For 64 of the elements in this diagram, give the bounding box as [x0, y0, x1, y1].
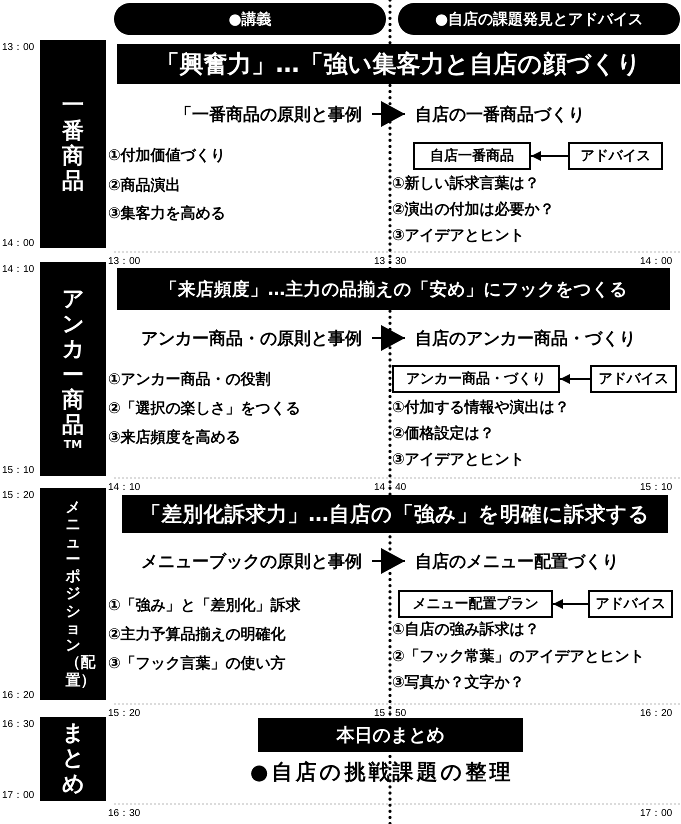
- section-heading: 自店のメニュー配置づくり: [405, 545, 629, 577]
- list-item: ②商品演出: [108, 176, 181, 195]
- time-label: 13：00: [2, 41, 34, 54]
- list-item: ③写真か？文字か？: [392, 673, 525, 692]
- time-label: 17：00: [2, 789, 34, 802]
- section-label: メニューポジション（配置）: [40, 488, 106, 700]
- label-box: アドバイス: [588, 590, 673, 618]
- time-label: 14：00: [640, 255, 672, 268]
- section-label: 一番商品: [40, 40, 106, 248]
- section-heading: 自店の一番商品づくり: [405, 98, 595, 130]
- list-item: ①自店の強み訴求は？: [392, 620, 540, 639]
- theme-banner: 「差別化訴求力」…自店の「強み」を明確に訴求する: [122, 495, 668, 533]
- time-label: 16：30: [108, 807, 140, 820]
- time-label: 15：10: [640, 481, 672, 494]
- list-item: ②主力予算品揃えの明確化: [108, 625, 286, 644]
- section-label: アンカー商品 TM: [40, 262, 106, 476]
- arrow: [372, 101, 405, 127]
- section-heading: 自店のアンカー商品・づくり: [405, 322, 646, 354]
- column-header: ●自店の課題発見とアドバイス: [398, 3, 680, 35]
- summary-item: ●自店の挑戦課題の整理: [250, 759, 514, 786]
- time-label: 15：50: [374, 707, 406, 720]
- theme-banner: 「興奮力」…「強い集客力と自店の顔づくり: [117, 44, 680, 84]
- list-item: ③アイデアとヒント: [392, 226, 525, 245]
- time-label: 14：10: [108, 481, 140, 494]
- column-header: ●講義: [114, 3, 386, 35]
- section-heading: アンカー商品・の原則と事例: [131, 322, 372, 354]
- time-label: 15：20: [108, 707, 140, 720]
- time-label: 16：20: [2, 689, 34, 702]
- time-label: 14：00: [2, 237, 34, 250]
- time-label: 15：10: [2, 464, 34, 477]
- label-box: 自店一番商品: [413, 142, 531, 170]
- theme-banner: 本日のまとめ: [258, 718, 523, 752]
- list-item: ①新しい訴求言葉は？: [392, 174, 540, 193]
- arrow: [372, 548, 405, 574]
- section-label: まとめ: [40, 717, 106, 801]
- list-item: ①付加価値づくり: [108, 146, 226, 165]
- arrow: [531, 151, 568, 161]
- section-heading: メニューブックの原則と事例: [131, 545, 372, 577]
- time-label: 16：20: [640, 707, 672, 720]
- list-item: ③「フック言葉」の使い方: [108, 654, 286, 673]
- label-box: アドバイス: [568, 142, 663, 170]
- label-box: アドバイス: [590, 365, 677, 393]
- label-box: メニュー配置プラン: [398, 590, 553, 618]
- arrow: [372, 325, 405, 351]
- list-item: ②「選択の楽しさ」をつくる: [108, 399, 301, 418]
- list-item: ②「フック常葉」のアイデアとヒント: [392, 647, 645, 666]
- list-item: ③集客力を高める: [108, 204, 226, 223]
- arrow: [553, 599, 588, 609]
- arrow: [560, 374, 590, 384]
- time-label: 17：00: [640, 807, 672, 820]
- time-label: 16：30: [2, 718, 34, 731]
- list-item: ①アンカー商品・の役割: [108, 370, 271, 389]
- list-item: ②価格設定は？: [392, 424, 495, 443]
- section-heading: 「一番商品の原則と事例: [165, 98, 372, 130]
- list-item: ③アイデアとヒント: [392, 450, 525, 469]
- time-label: 15：20: [2, 489, 34, 502]
- time-label: 14：10: [2, 263, 34, 276]
- list-item: ②演出の付加は必要か？: [392, 200, 555, 219]
- list-item: ①付加する情報や演出は？: [392, 398, 570, 417]
- list-item: ③来店頻度を高める: [108, 428, 241, 447]
- list-item: ①「強み」と「差別化」訴求: [108, 596, 301, 615]
- label-box: アンカー商品・づくり: [392, 365, 560, 393]
- time-label: 13：00: [108, 255, 140, 268]
- theme-banner: 「来店頻度」…主力の品揃えの「安め」にフックをつくる: [117, 268, 670, 310]
